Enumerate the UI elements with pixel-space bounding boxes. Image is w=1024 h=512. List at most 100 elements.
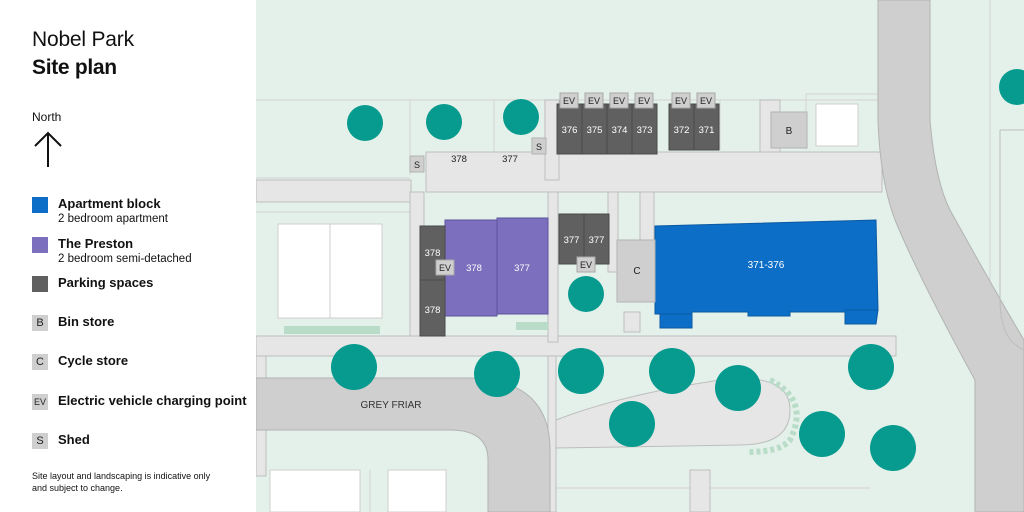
parking-space-375[interactable] bbox=[581, 103, 608, 155]
tree bbox=[331, 344, 377, 390]
development-name: Nobel Park bbox=[32, 28, 134, 51]
parking-space-372[interactable] bbox=[668, 103, 695, 151]
legend-bin-store: B Bin store bbox=[32, 314, 114, 331]
tree bbox=[999, 69, 1024, 105]
apartment-block[interactable] bbox=[654, 219, 879, 329]
plot-label: 377 bbox=[564, 235, 580, 246]
apartment-swatch bbox=[32, 197, 48, 213]
shed[interactable] bbox=[531, 137, 547, 155]
plot-label: 378 bbox=[466, 263, 482, 274]
kerb-line bbox=[999, 129, 1024, 351]
north-label: North bbox=[32, 110, 62, 124]
plot-label: 374 bbox=[612, 125, 628, 136]
ev-charging-point[interactable] bbox=[696, 92, 716, 109]
main-road bbox=[877, 0, 1024, 512]
plot-label: 377 bbox=[514, 263, 530, 274]
disclaimer: Site layout and landscaping is indicativ… bbox=[32, 471, 211, 493]
ev-charging-point[interactable] bbox=[435, 259, 455, 276]
bin-store-label: B bbox=[786, 126, 793, 137]
shed[interactable] bbox=[409, 155, 425, 173]
parking-space-371[interactable] bbox=[693, 103, 720, 151]
plot-label: 372 bbox=[674, 125, 690, 136]
hedge bbox=[516, 322, 548, 330]
tree bbox=[568, 276, 604, 312]
legend-apartment: Apartment block 2 bedroom apartment bbox=[32, 196, 168, 226]
preston-swatch bbox=[32, 237, 48, 253]
ev-charging-point[interactable] bbox=[559, 92, 579, 109]
ev-label: EV bbox=[638, 96, 650, 106]
tree bbox=[799, 411, 845, 457]
plot-label: 373 bbox=[637, 125, 653, 136]
parking-378: 378 378 EV bbox=[419, 225, 455, 337]
preston-house-377[interactable] bbox=[496, 217, 549, 315]
parking-377: 377 377 EV bbox=[558, 213, 610, 273]
ev-charging-point[interactable] bbox=[609, 92, 629, 109]
legend-cycle-store: C Cycle store bbox=[32, 353, 128, 370]
ev-label: EV bbox=[439, 263, 451, 273]
parking-row-north: 376 375 374 373 372 371 bbox=[556, 103, 720, 155]
legend-title: Shed bbox=[58, 432, 90, 447]
tree bbox=[347, 105, 383, 141]
parking-space-377b[interactable] bbox=[583, 213, 610, 265]
tree bbox=[474, 351, 520, 397]
hedge bbox=[284, 326, 380, 334]
parking-space-378b[interactable] bbox=[419, 279, 446, 337]
bin-store[interactable] bbox=[770, 111, 808, 149]
shed-label: S bbox=[536, 142, 542, 152]
ev-label: EV bbox=[580, 260, 592, 270]
tree bbox=[426, 104, 462, 140]
site-plan-map[interactable]: GREY FRIAR 371-376 C B 378 377 378 377 S… bbox=[256, 0, 1024, 512]
parking-swatch bbox=[32, 276, 48, 292]
ev-label: EV bbox=[700, 96, 712, 106]
legend-subtitle: 2 bedroom semi-detached bbox=[58, 253, 192, 265]
tree bbox=[649, 348, 695, 394]
tree bbox=[558, 348, 604, 394]
trees bbox=[331, 69, 1024, 471]
legend-title: The Preston bbox=[58, 236, 134, 251]
ev-label: EV bbox=[675, 96, 687, 106]
plot-label: 371 bbox=[699, 125, 715, 136]
shed-swatch: S bbox=[32, 433, 48, 449]
legend-parking: Parking spaces bbox=[32, 275, 153, 292]
cycle-store-label: C bbox=[633, 266, 640, 277]
cycle-store[interactable] bbox=[616, 239, 656, 303]
garden-plots bbox=[269, 103, 859, 512]
page-title: Site plan bbox=[32, 56, 117, 79]
legend-shed: S Shed bbox=[32, 432, 90, 449]
ev-label: EV bbox=[613, 96, 625, 106]
plot-label: 376 bbox=[562, 125, 578, 136]
ev-label: EV bbox=[588, 96, 600, 106]
ev-charging-point[interactable] bbox=[584, 92, 604, 109]
shed-label: S bbox=[414, 160, 420, 170]
legend-title: Electric vehicle charging point bbox=[58, 393, 247, 408]
street-name: GREY FRIAR bbox=[361, 400, 422, 411]
access-roads bbox=[256, 99, 897, 512]
north-arrow-icon bbox=[34, 131, 62, 167]
legend-ev-charging: EV Electric vehicle charging point bbox=[32, 393, 247, 410]
ev-label: EV bbox=[563, 96, 575, 106]
tree bbox=[870, 425, 916, 471]
plot-label: 378 bbox=[451, 154, 467, 165]
plot-label: 378 bbox=[425, 305, 441, 316]
hedge bbox=[747, 377, 800, 455]
legend-subtitle: 2 bedroom apartment bbox=[58, 213, 168, 225]
ev-charging-point[interactable] bbox=[671, 92, 691, 109]
plot-label: 371-376 bbox=[748, 260, 785, 271]
legend-title: Apartment block bbox=[58, 196, 161, 211]
legend-title: Parking spaces bbox=[58, 275, 154, 290]
bin-store-swatch: B bbox=[32, 315, 48, 331]
ev-charging-swatch: EV bbox=[32, 394, 48, 410]
tree bbox=[609, 401, 655, 447]
plot-label: 377 bbox=[589, 235, 605, 246]
plot-label: 375 bbox=[587, 125, 603, 136]
plot-label: 378 bbox=[425, 248, 441, 259]
ev-charging-point[interactable] bbox=[576, 256, 596, 273]
legend-preston: The Preston 2 bedroom semi-detached bbox=[32, 236, 192, 266]
plot-label: 377 bbox=[502, 154, 518, 165]
parking-space-377a[interactable] bbox=[558, 213, 585, 265]
tree bbox=[503, 99, 539, 135]
parking-space-374[interactable] bbox=[606, 103, 633, 155]
ev-charging-point[interactable] bbox=[634, 92, 654, 109]
ev-charging-points-north: EV EV EV EV EV EV bbox=[559, 92, 716, 109]
tree bbox=[715, 365, 761, 411]
